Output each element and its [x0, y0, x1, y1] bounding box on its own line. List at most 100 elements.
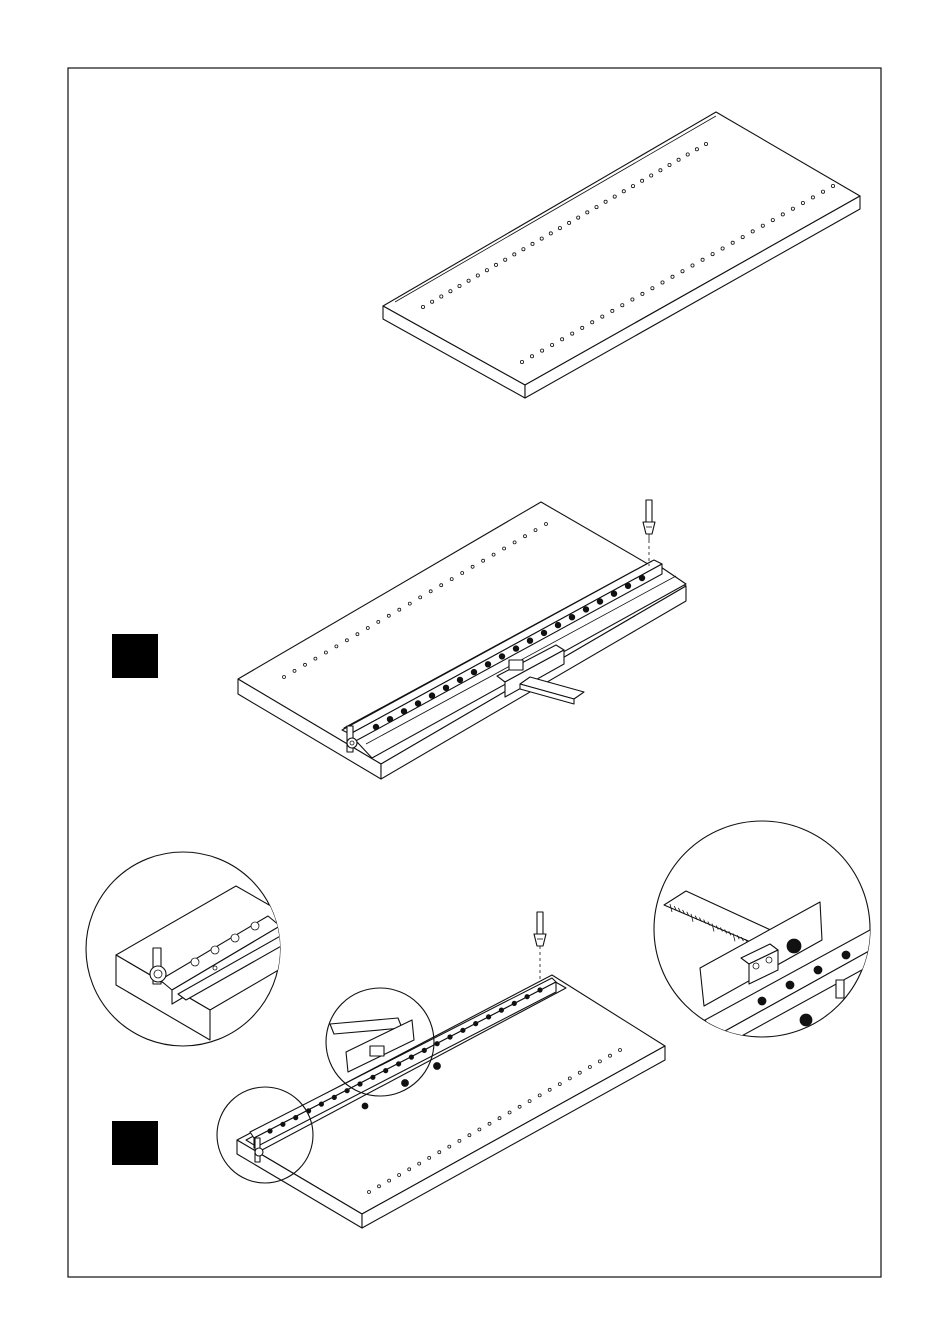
detail-knob [800, 1014, 812, 1026]
panel-hole [538, 1094, 541, 1097]
panel-hole [461, 572, 464, 575]
panel-hole [488, 1122, 491, 1125]
panel-hole [531, 242, 534, 245]
step-2-badge [112, 634, 158, 678]
detail-carriage-scale [654, 821, 880, 1050]
panel-hole [741, 236, 744, 239]
panel-hole [408, 602, 411, 605]
panel-hole [504, 258, 507, 261]
panel-hole [545, 523, 548, 526]
panel-hole [440, 295, 443, 298]
panel-hole [568, 221, 571, 224]
panel-hole [613, 195, 616, 198]
panel-hole [513, 541, 516, 544]
panel-hole [704, 142, 707, 145]
panel-hole [482, 559, 485, 562]
panel-hole [561, 338, 564, 341]
panel-hole [408, 1168, 411, 1171]
jig-bushing [387, 716, 393, 722]
carriage-knob [362, 1103, 368, 1109]
jig-bushing [396, 1062, 400, 1066]
panel-hole [581, 326, 584, 329]
panel-hole [368, 1191, 371, 1194]
panel-hole [524, 535, 527, 538]
panel-hole [659, 169, 662, 172]
panel-hole [791, 207, 794, 210]
panel-hole [677, 158, 680, 161]
panel-hole [701, 258, 704, 261]
panel-hole [631, 185, 634, 188]
panel-hole [467, 279, 470, 282]
panel-hole [548, 1088, 551, 1091]
panel-hole [571, 332, 574, 335]
jig-bushing [268, 1129, 272, 1133]
panel-hole [568, 1077, 571, 1080]
panel-hole [595, 206, 598, 209]
panel-hole [621, 304, 624, 307]
jig-bushing [461, 1028, 465, 1032]
jig-bushing [569, 614, 575, 620]
jig-bushing [373, 724, 379, 730]
panel-hole [421, 305, 424, 308]
panel-hole [534, 529, 537, 532]
jig-bushing [443, 685, 449, 691]
panel-hole [551, 343, 554, 346]
panel-hole [731, 241, 734, 244]
panel-hole [586, 211, 589, 214]
panel-hole [801, 201, 804, 204]
panel-hole [540, 237, 543, 240]
panel-hole [686, 153, 689, 156]
panel-hole [508, 1111, 511, 1114]
jig-bushing [512, 1001, 516, 1005]
panel-hole [641, 292, 644, 295]
jig-bushing [639, 575, 645, 581]
panel-hole [558, 1083, 561, 1086]
panel-hole [378, 1185, 381, 1188]
panel-hole [387, 614, 390, 617]
jig-bushing [555, 622, 561, 628]
panel-hole [651, 287, 654, 290]
panel-hole [398, 608, 401, 611]
jig-bushing [401, 709, 407, 715]
panel-step-2 [238, 500, 686, 779]
panel-hole [541, 349, 544, 352]
panel-hole [476, 274, 479, 277]
jig-bushing [471, 669, 477, 675]
panel-hole [771, 219, 774, 222]
jig-bushing [371, 1075, 375, 1079]
panel-hole [821, 190, 824, 193]
panel-hole [695, 148, 698, 151]
panel-hole [335, 645, 338, 648]
jig-bushing [485, 662, 491, 668]
panel-hole [498, 1117, 501, 1120]
panel-hole [578, 1071, 581, 1074]
panel-hole [494, 263, 497, 266]
carriage-knob [402, 1080, 409, 1087]
panel-hole [681, 270, 684, 273]
jig-bushing [415, 701, 421, 707]
detail-pointer [836, 980, 844, 998]
jig-bushing [513, 646, 519, 652]
jig-bushing [597, 599, 603, 605]
detail-end-stop [86, 852, 330, 1046]
panel-step-3 [217, 912, 665, 1228]
panel-hole [549, 232, 552, 235]
jig-bushing [422, 1048, 426, 1052]
jig-bushing [583, 607, 589, 613]
jig-bushing [611, 591, 617, 597]
panel-hole [641, 179, 644, 182]
panel-hole [428, 1156, 431, 1159]
panel-hole [761, 224, 764, 227]
panel-hole [611, 309, 614, 312]
panel-hole [283, 676, 286, 679]
jig-bushing [486, 1015, 490, 1019]
panel-hole [530, 355, 533, 358]
panel-hole [528, 1100, 531, 1103]
jig-bushing [281, 1122, 285, 1126]
panel-hole [609, 1054, 612, 1057]
panel-hole [304, 663, 307, 666]
panel-hole [356, 633, 359, 636]
jig-bushing [409, 1055, 413, 1059]
